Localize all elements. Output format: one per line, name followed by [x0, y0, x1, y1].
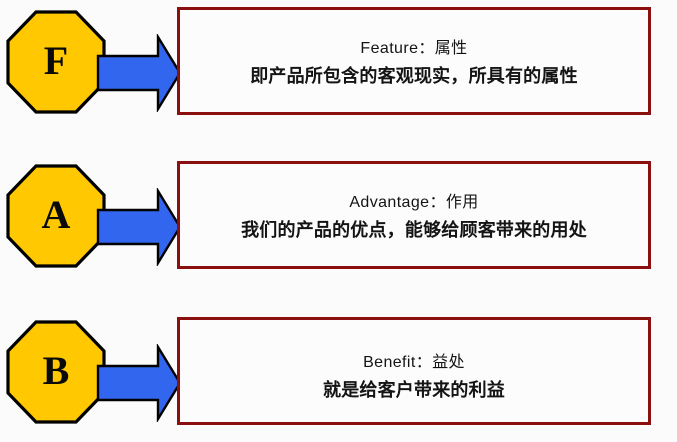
- description-box-advantage: Advantage：作用 我们的产品的优点，能够给顾客带来的用处: [177, 161, 651, 269]
- octagon-badge-letter: A: [41, 192, 71, 237]
- box-description-benefit: 就是给客户带来的利益: [323, 380, 505, 400]
- octagon-icon: [6, 164, 106, 268]
- octagon-badge-benefit[interactable]: B: [6, 320, 106, 424]
- box-title-benefit: Benefit：益处: [363, 354, 465, 371]
- octagon-badge-feature[interactable]: F: [6, 10, 106, 114]
- right-arrow-icon: [96, 344, 182, 422]
- description-box-feature: Feature：属性 即产品所包含的客观现实，所具有的属性: [177, 7, 651, 115]
- fab-row-feature: F Feature：属性 即产品所包含的客观现实，所具有的属性: [0, 4, 677, 122]
- octagon-badge-letter: B: [42, 348, 70, 393]
- box-description-advantage: 我们的产品的优点，能够给顾客带来的用处: [241, 220, 587, 240]
- fab-row-advantage: A Advantage：作用 我们的产品的优点，能够给顾客带来的用处: [0, 158, 677, 276]
- arrow-feature: [96, 34, 182, 112]
- right-arrow-icon: [96, 34, 182, 112]
- arrow-advantage: [96, 188, 182, 266]
- box-title-feature: Feature：属性: [360, 40, 468, 57]
- octagon-icon: [6, 320, 106, 424]
- right-arrow-icon: [96, 188, 182, 266]
- octagon-badge-advantage[interactable]: A: [6, 164, 106, 268]
- arrow-benefit: [96, 344, 182, 422]
- description-box-benefit: Benefit：益处 就是给客户带来的利益: [177, 317, 651, 425]
- fab-row-benefit: B Benefit：益处 就是给客户带来的利益: [0, 314, 677, 432]
- box-description-feature: 即产品所包含的客观现实，所具有的属性: [250, 66, 578, 86]
- octagon-icon: [6, 10, 106, 114]
- octagon-badge-letter: F: [43, 38, 69, 83]
- box-title-advantage: Advantage：作用: [349, 194, 479, 211]
